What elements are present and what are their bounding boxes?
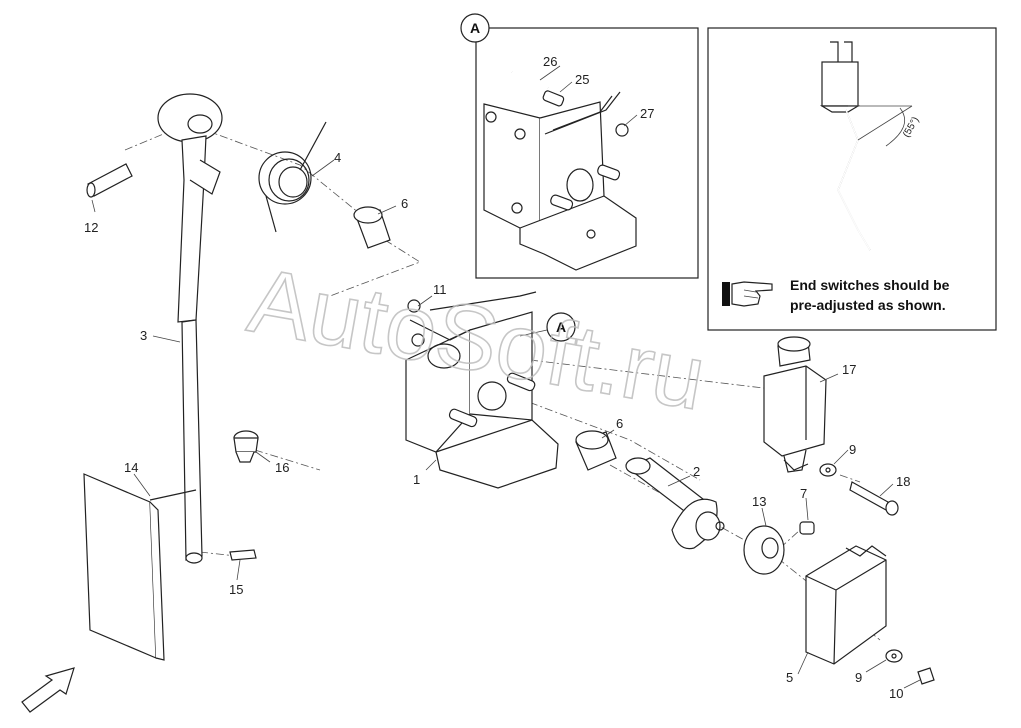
pedal-pad-part [83,473,165,661]
end-switch-adjustment-drawing: (55°) [819,41,921,251]
part-label-26: 26 [543,54,557,69]
detail-a-frame [475,27,699,279]
part-label-10: 10 [889,686,903,701]
washer-part-lower [885,649,903,663]
part-label-11: 11 [433,282,447,297]
leader-lines [91,65,921,689]
callout-a-circle-on-bracket [546,312,576,342]
part-label-12: 12 [84,220,98,235]
main-bracket-part [405,291,559,489]
callout-a-leader [519,329,548,337]
part-label-1: 1 [413,472,420,487]
detail-a-callout-circle [460,13,490,43]
bushing-part-lower [575,430,617,471]
part-label-3: 3 [140,328,147,343]
part-label-2: 2 [693,464,700,479]
long-screw-part [849,481,899,516]
pin-part-12 [86,163,133,198]
washer-part-upper [819,463,837,477]
pin-part-15 [229,549,257,561]
note-frame [707,27,997,331]
angle-value: (55°) [901,115,921,139]
part-label-6-upper: 6 [401,196,408,211]
torsion-spring-part [258,121,327,233]
cap-screw-part [917,667,935,685]
set-screw-part [799,521,815,535]
bushing-part-11 [407,299,421,313]
note-line-2: pre-adjusted as shown. [790,297,946,313]
direction-arrow-icon [21,667,75,713]
part-label-17: 17 [842,362,856,377]
pivot-shaft-part [625,457,725,550]
detail-a-bracket-drawing [483,70,637,271]
end-switch-part [763,336,827,473]
switch-cover-part [805,545,887,665]
part-label-25: 25 [575,72,589,87]
callout-a-letter-on-bracket: A [556,319,566,335]
note-line-1: End switches should be [790,277,950,293]
part-label-9-upper: 9 [849,442,856,457]
part-label-15: 15 [229,582,243,597]
cam-disc-part [743,525,785,575]
part-label-27: 27 [640,106,654,121]
pedal-arm-part [149,93,223,564]
pointing-hand-icon [722,281,773,307]
part-label-14: 14 [124,460,138,475]
part-label-6-lower: 6 [616,416,623,431]
part-label-4: 4 [334,150,341,165]
part-label-13: 13 [752,494,766,509]
part-label-7: 7 [800,486,807,501]
part-label-18: 18 [896,474,910,489]
part-label-5: 5 [786,670,793,685]
part-label-16: 16 [275,460,289,475]
part-label-9-lower: 9 [855,670,862,685]
bushing-part-upper [353,206,391,249]
detail-a-callout-letter: A [470,20,480,36]
bolt-part-16 [233,430,259,463]
